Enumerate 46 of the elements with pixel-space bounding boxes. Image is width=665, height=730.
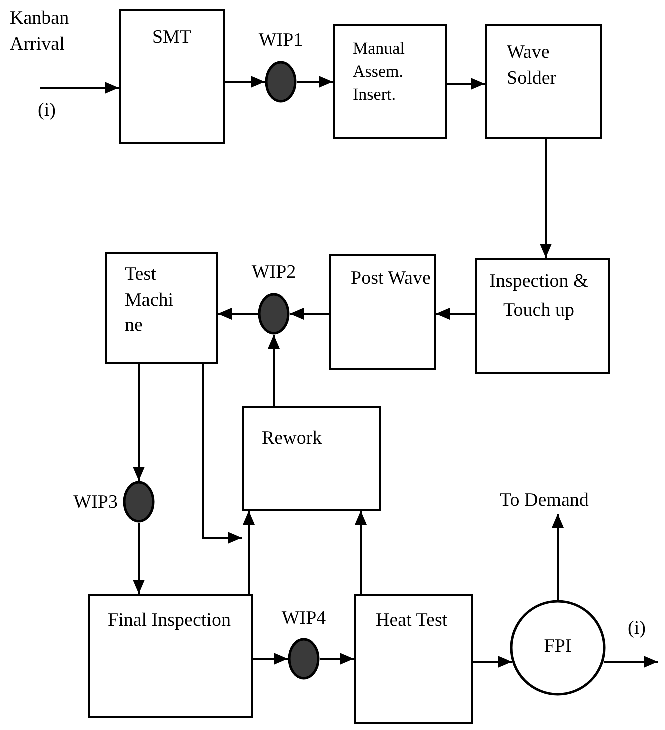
process-label: Rework	[262, 427, 324, 451]
arrow	[268, 335, 280, 406]
process-label: Heat Test	[376, 609, 449, 633]
process-box	[88, 594, 253, 718]
buffer-label: WIP1	[258, 29, 304, 53]
arrow	[243, 511, 255, 594]
arrow	[436, 308, 475, 320]
arrow	[225, 76, 265, 88]
arrow	[133, 364, 145, 481]
arrow	[355, 511, 367, 594]
process-label: Post Wave	[351, 267, 431, 291]
input-label: Kanban Arrival	[10, 7, 70, 57]
process-box	[119, 9, 225, 144]
buffer-label: WIP4	[280, 607, 328, 631]
arrow	[290, 308, 329, 320]
arrow	[552, 514, 564, 600]
process-label: Wave Solder	[507, 41, 558, 91]
buffer-label: WIP2	[250, 261, 298, 285]
process-box	[485, 24, 602, 139]
loop-marker: (i)	[38, 99, 57, 123]
arrow	[604, 656, 658, 668]
buffer-label: WIP3	[72, 491, 118, 515]
process-label: SMT	[151, 26, 193, 50]
process-box	[329, 254, 436, 370]
arrow	[133, 523, 145, 594]
arrow	[540, 139, 552, 258]
arrow	[320, 653, 354, 665]
destination-label: To Demand	[500, 488, 624, 514]
arrow	[473, 656, 512, 668]
process-box	[242, 406, 381, 511]
arrow	[40, 82, 119, 94]
arrow	[297, 76, 333, 88]
arrow	[447, 78, 485, 90]
process-box	[354, 594, 473, 724]
process-label: Test Machi ne	[125, 263, 175, 338]
arrow	[253, 653, 288, 665]
process-label: Manual Assem. Insert.	[353, 38, 406, 106]
process-label: Final Inspection	[108, 609, 232, 633]
arrow	[218, 308, 258, 320]
arrow	[202, 364, 242, 544]
process-box	[475, 258, 610, 374]
process-box	[105, 252, 218, 364]
inventory-label: FPI	[543, 635, 573, 659]
process-box	[333, 24, 447, 139]
loop-marker: (i)	[628, 617, 647, 641]
process-label: Inspection & Touch up	[489, 270, 589, 322]
